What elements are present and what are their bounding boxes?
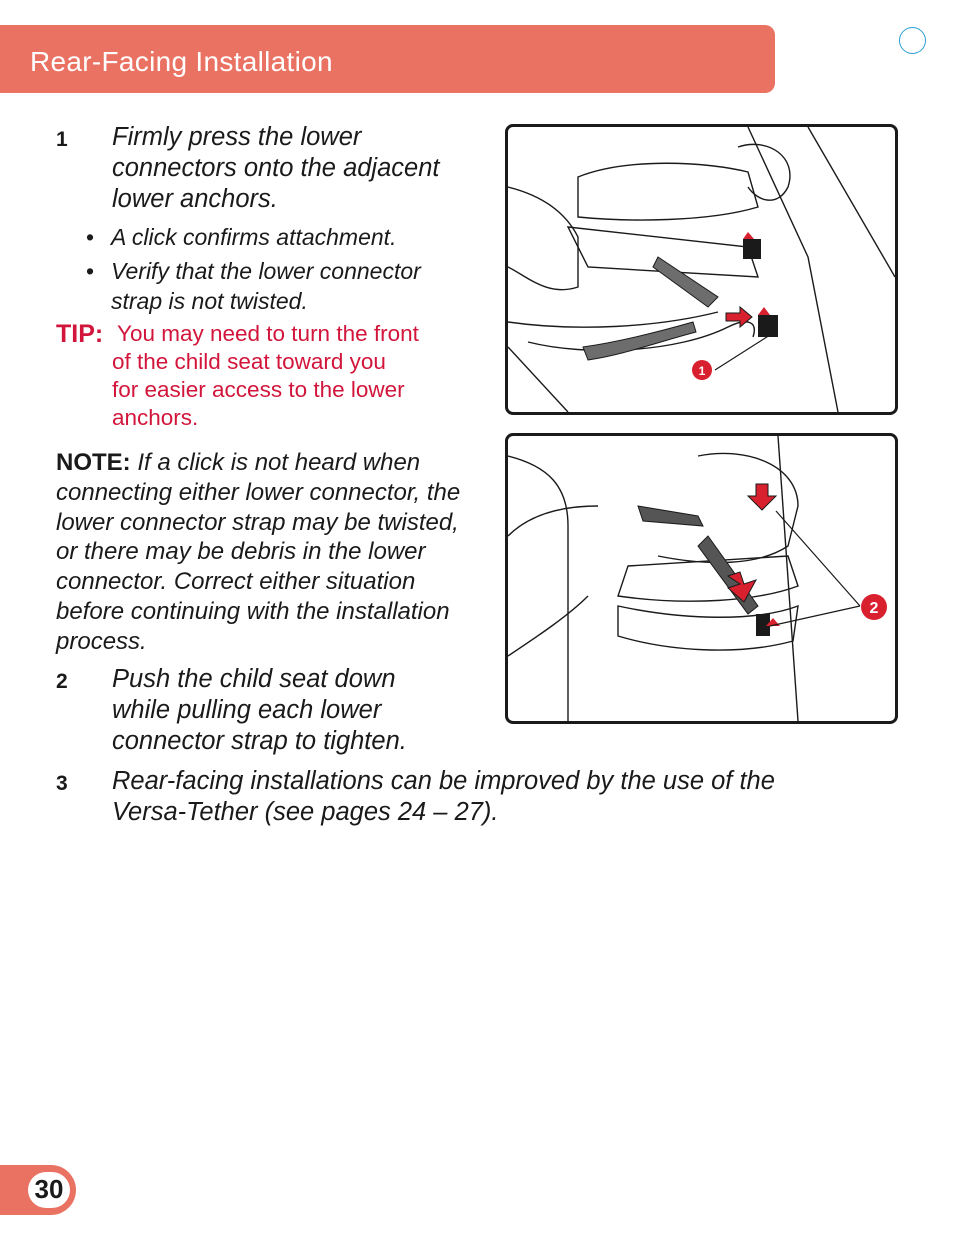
step-3-number: 3 — [56, 772, 68, 795]
tip-line: of the child seat toward you — [112, 349, 386, 374]
step-1-number: 1 — [56, 128, 68, 151]
pull-arrow-icon — [726, 571, 758, 603]
down-arrow-icon — [746, 483, 778, 511]
lower-connector — [743, 232, 778, 337]
corner-marker-circle — [899, 27, 926, 54]
tip-label: TIP: — [56, 320, 104, 348]
bullet-line: Verify that the lower connector — [111, 258, 421, 284]
step-1-line: connectors onto the adjacent — [112, 154, 440, 182]
bullet-text: Verify that the lower connector strap is… — [111, 256, 421, 316]
step-2-text: Push the child seat down while pulling e… — [112, 664, 407, 757]
note-paragraph: NOTE: If a click is not heard when conne… — [56, 448, 486, 657]
step-2-number: 2 — [56, 670, 68, 693]
tip-line: You may need to turn the front — [117, 321, 419, 346]
callout-number-1: 1 — [699, 364, 706, 378]
illustration-seat-anchor: 1 — [508, 127, 895, 412]
step-2-line: Push the child seat down — [112, 665, 396, 693]
callout-leader-line — [714, 334, 771, 371]
note-body: If a click is not heard when connecting … — [56, 449, 461, 655]
step-2-line: connector strap to tighten. — [112, 727, 407, 755]
step-3-line: Versa-Tether (see pages 24 – 27). — [112, 798, 499, 826]
callout-leader-line — [769, 605, 861, 627]
tip-line: for easier access to the lower — [112, 377, 405, 402]
figure-tighten-strap: 2 — [505, 433, 898, 724]
note-label: NOTE: — [56, 449, 131, 476]
bullet-dot: • — [86, 224, 95, 250]
callout-leader-line — [775, 510, 861, 607]
callout-badge-2 — [861, 594, 887, 620]
step-2-line: while pulling each lower — [112, 696, 382, 724]
lower-connector-strap — [582, 256, 719, 361]
page-number: 30 — [34, 1174, 64, 1204]
step-3-line: Rear-facing installations can be improve… — [112, 767, 775, 795]
bullet-dot: • — [86, 258, 95, 284]
step-1-text: Firmly press the lower connectors onto t… — [112, 122, 439, 215]
bullet-text: A click confirms attachment. — [111, 224, 397, 250]
figure-lower-connector-attach: 1 — [505, 124, 898, 415]
illustration-tighten-strap: 2 — [508, 436, 887, 721]
step-1-line: lower anchors. — [112, 185, 278, 213]
bullet-line: strap is not twisted. — [111, 288, 308, 314]
section-header-bar — [0, 25, 775, 93]
page-number-badge — [28, 1172, 70, 1208]
callout-number-2: 2 — [870, 600, 879, 617]
step-1-line: Firmly press the lower — [112, 123, 362, 151]
tip-line: anchors. — [112, 405, 199, 430]
step-3-text: Rear-facing installations can be improve… — [112, 766, 775, 828]
push-arrow-icon — [725, 305, 753, 329]
section-title: Rear-Facing Installation — [30, 46, 333, 77]
callout-badge-1 — [692, 360, 712, 380]
